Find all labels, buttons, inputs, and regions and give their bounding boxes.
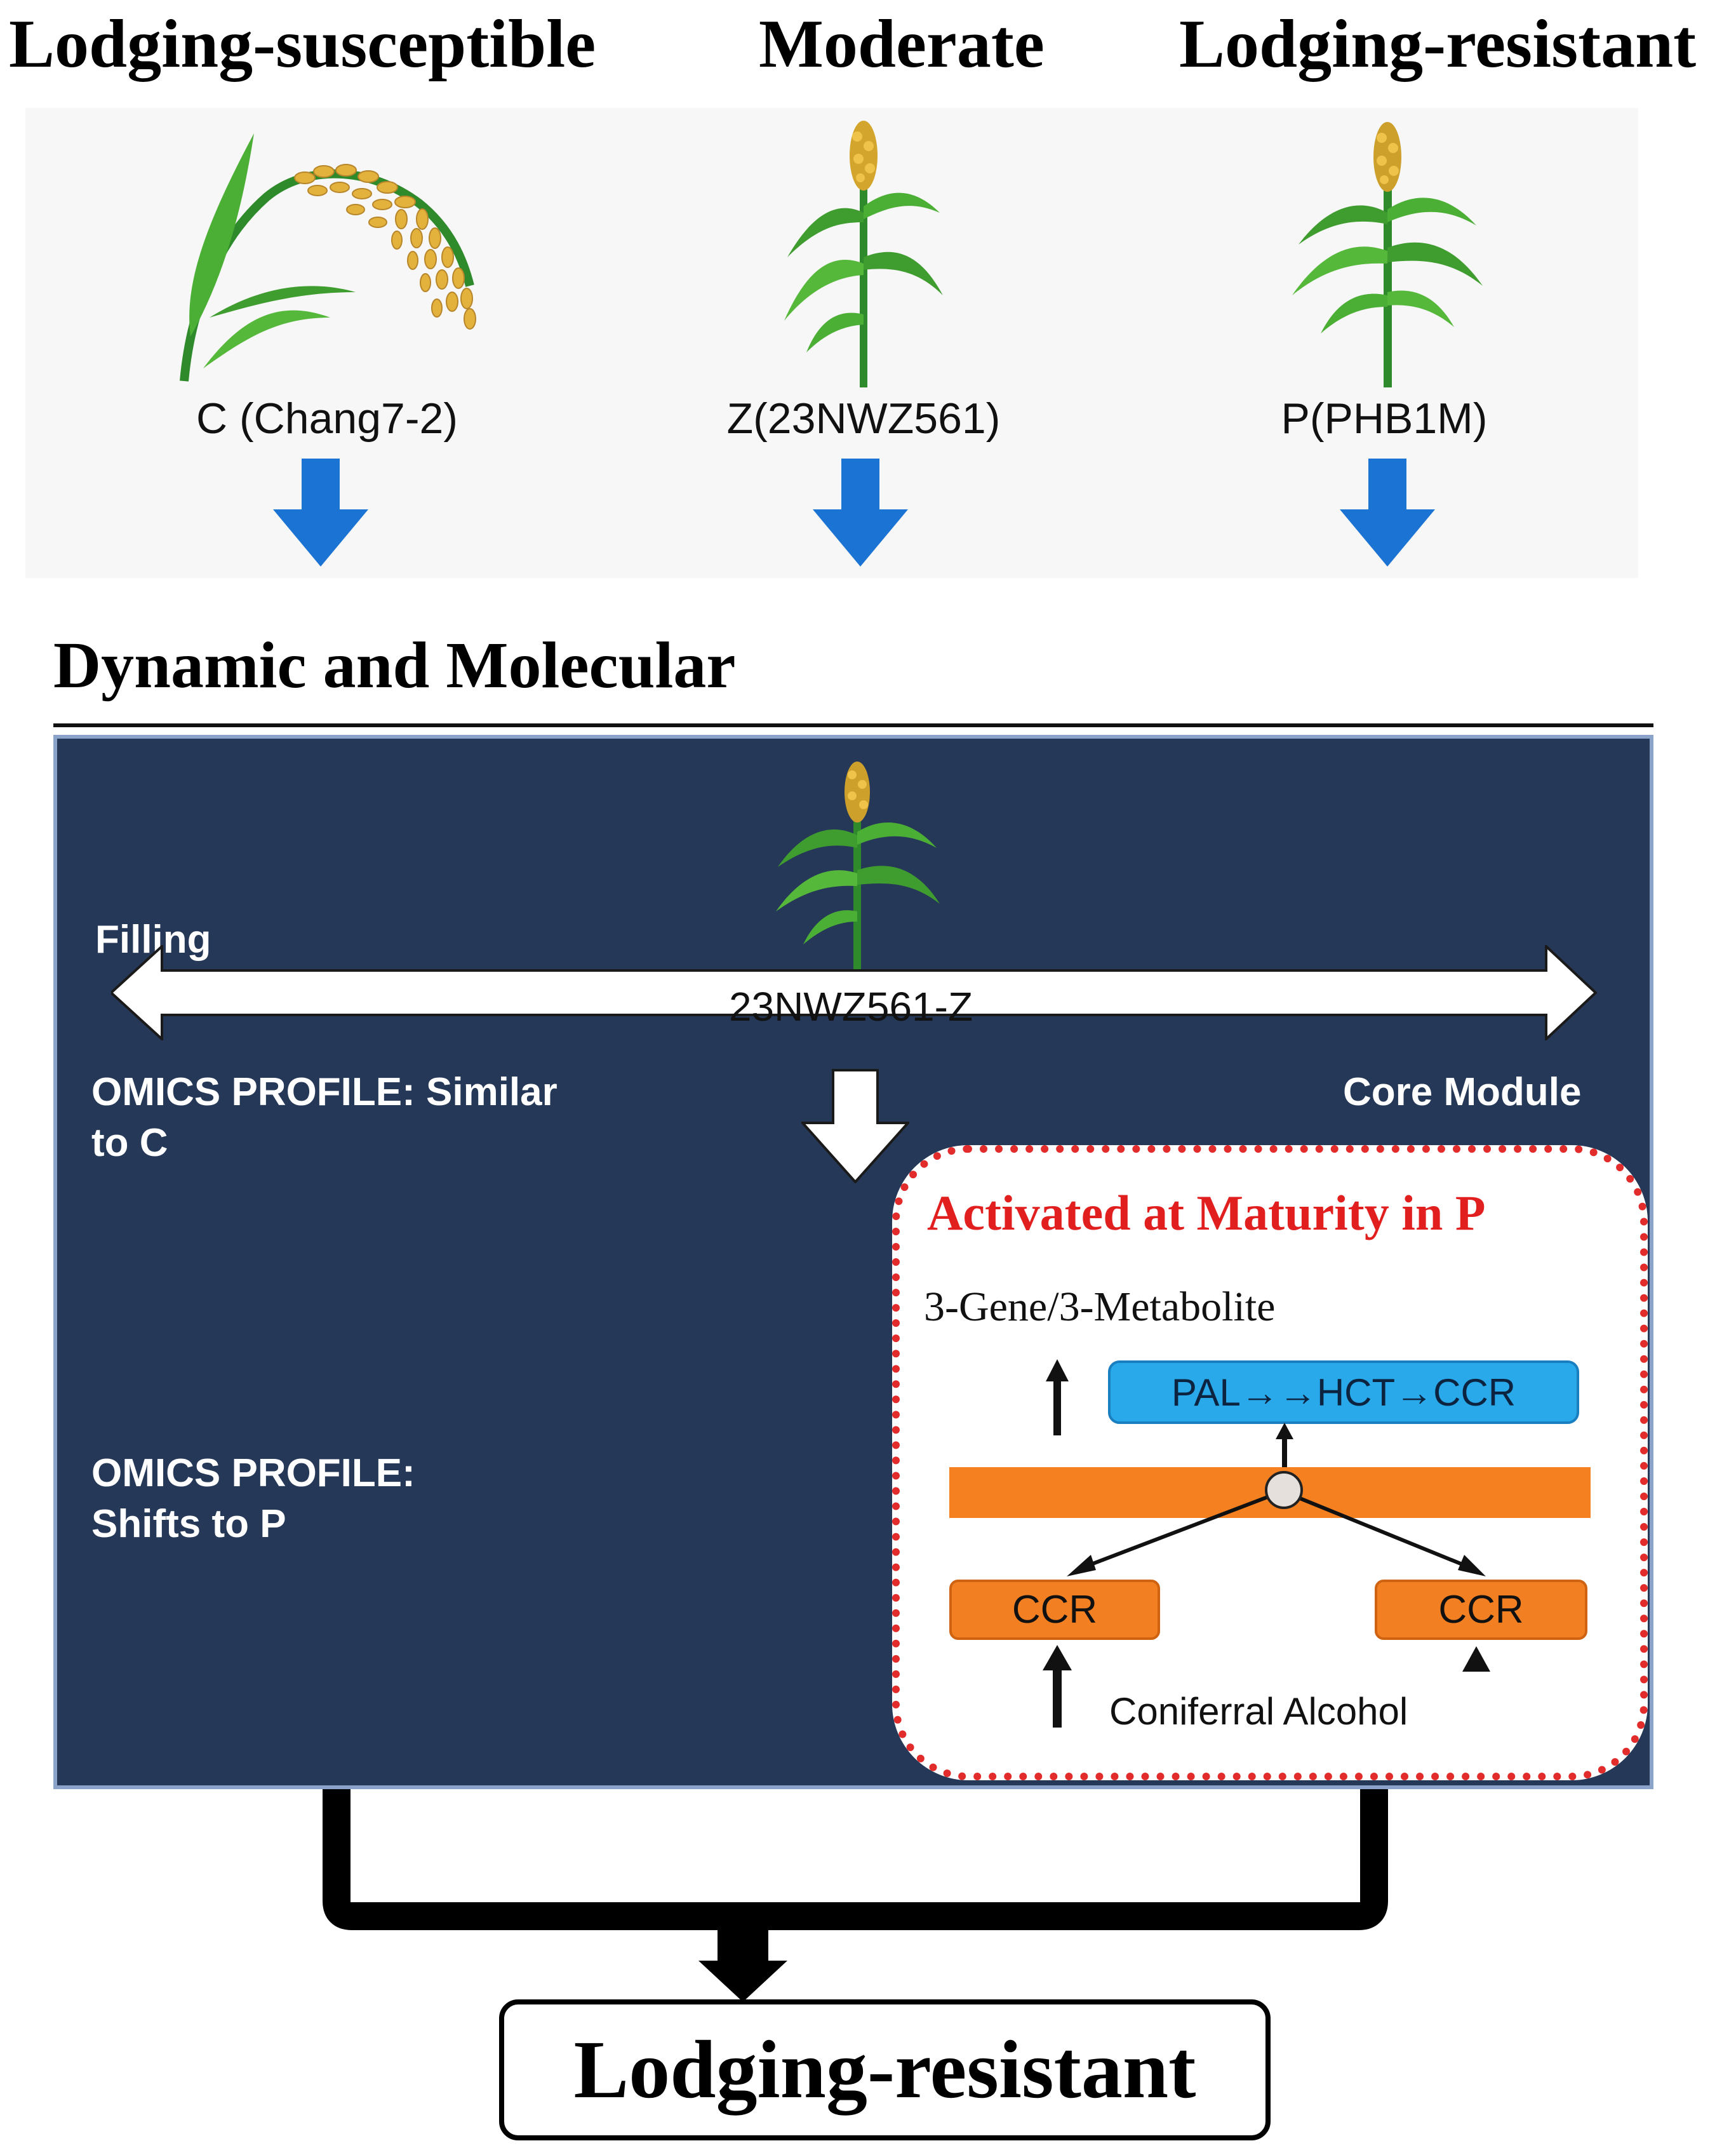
module-title: Activated at Maturity in P [927, 1185, 1486, 1240]
category-resistant: Lodging-resistant [1179, 6, 1697, 82]
up-arrow-icon [1276, 1423, 1293, 1480]
drooping-plant-icon [180, 133, 476, 382]
category-susceptible: Lodging-susceptible [9, 6, 596, 82]
profile-shifts-line1: OMICS PROFILE: [91, 1451, 415, 1495]
up-arrow-icon [1046, 1359, 1069, 1435]
metabolite-label: Coniferral Alcohol [1109, 1690, 1408, 1733]
variety-label-z: Z(23NWZ561) [726, 394, 1001, 443]
down-arrow-icon [1340, 459, 1435, 567]
down-arrow-icon [273, 459, 368, 567]
module-subtitle: 3-Gene/3-Metabolite [924, 1284, 1276, 1330]
core-module-box [892, 1145, 1648, 1780]
result-label: Lodging-resistant [573, 2024, 1196, 2116]
profile-similar-line2: to C [91, 1121, 168, 1165]
resistant-plant-icon [1292, 122, 1483, 387]
node-circle [1265, 1471, 1303, 1509]
process-label: Enhanced lignification [586, 1829, 1128, 1895]
category-moderate: Moderate [759, 6, 1045, 82]
up-arrow-icon [1043, 1645, 1072, 1728]
sorghum-plant-icon [776, 762, 940, 974]
ccr-box-right: CCR [1375, 1580, 1587, 1640]
timeline-label: 23NWZ561-Z [728, 984, 973, 1030]
branch-lines [1067, 1489, 1486, 1576]
down-arrow-icon [801, 1069, 909, 1183]
section-title: Dynamic and Molecular [53, 629, 736, 702]
profile-similar-line1: OMICS PROFILE: Similar [91, 1070, 558, 1114]
pathway-box: PAL→→HCT→CCR [1108, 1360, 1579, 1424]
section-divider [53, 723, 1653, 727]
ccr-box-left: CCR [949, 1580, 1160, 1640]
timeline-arrow [111, 945, 1597, 1040]
down-arrow-icon [813, 459, 908, 567]
variety-label-p: P(PHB1M) [1281, 394, 1488, 443]
result-box: Lodging-resistant [499, 1999, 1271, 2140]
core-module-label: Core Module [1343, 1070, 1582, 1114]
bracket-connector [323, 1789, 1388, 2002]
upright-plant-icon [784, 121, 943, 387]
variety-label-c: C (Chang7-2) [196, 394, 458, 443]
triangle-marker-icon [1462, 1646, 1490, 1672]
profile-shifts-line2: Shifts to P [91, 1502, 286, 1546]
